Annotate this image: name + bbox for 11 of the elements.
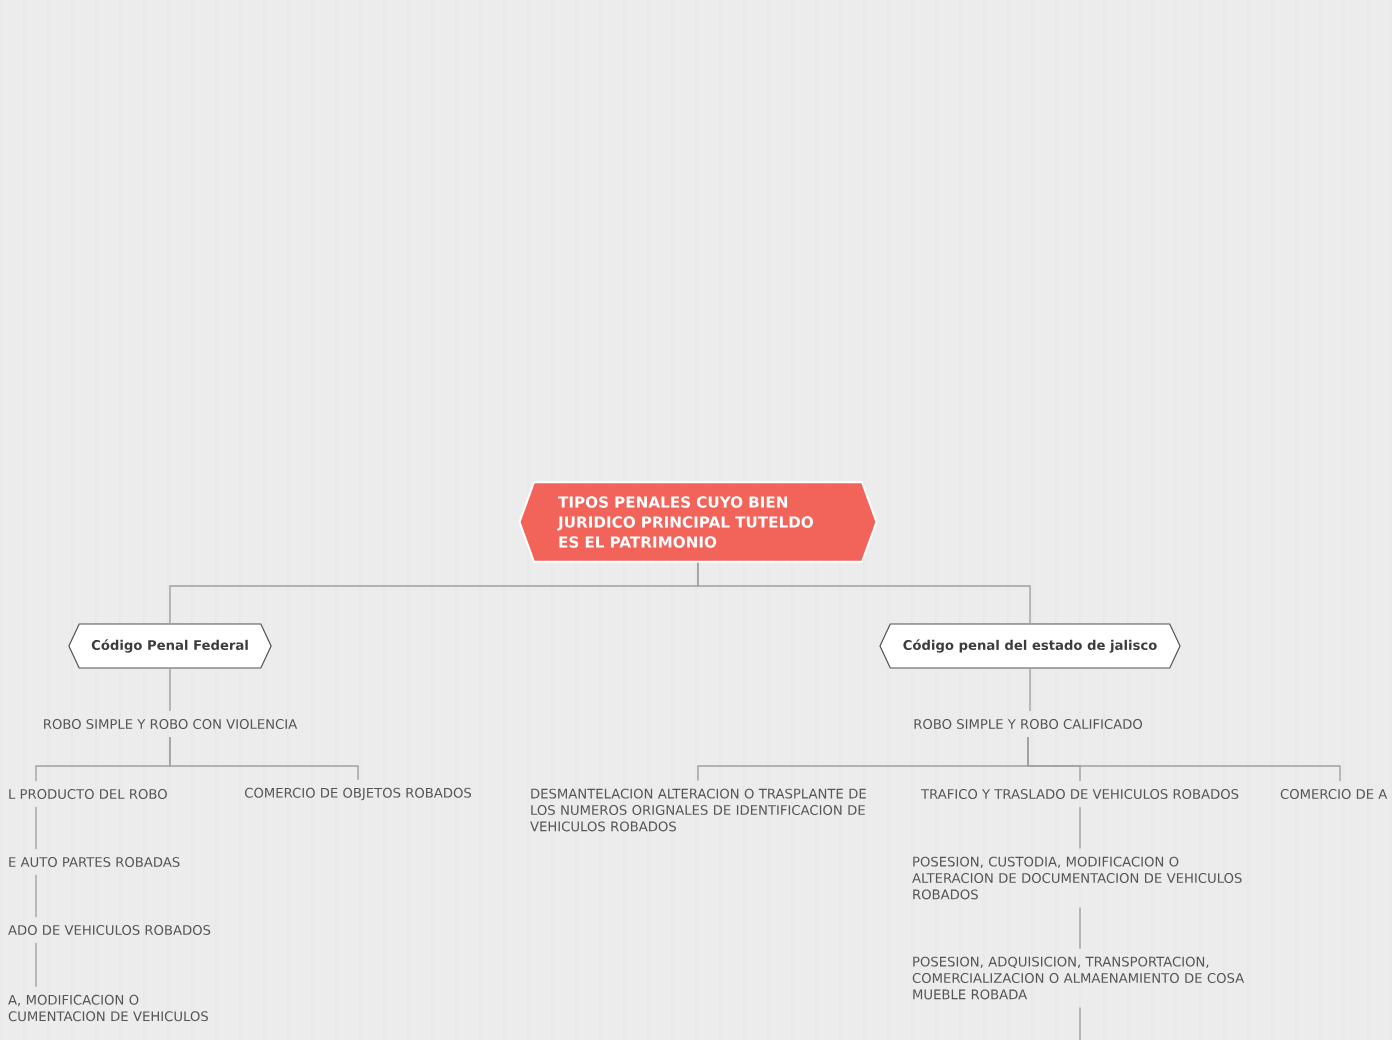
connector xyxy=(1079,806,1081,850)
connector xyxy=(697,562,1031,625)
connector xyxy=(169,736,359,781)
connector xyxy=(35,874,37,918)
connector xyxy=(1027,736,1341,782)
connector xyxy=(35,942,37,988)
connector xyxy=(169,667,171,712)
connector xyxy=(1029,667,1031,712)
connector xyxy=(35,806,37,850)
connector xyxy=(1079,906,1081,950)
connector xyxy=(1079,1006,1081,1040)
